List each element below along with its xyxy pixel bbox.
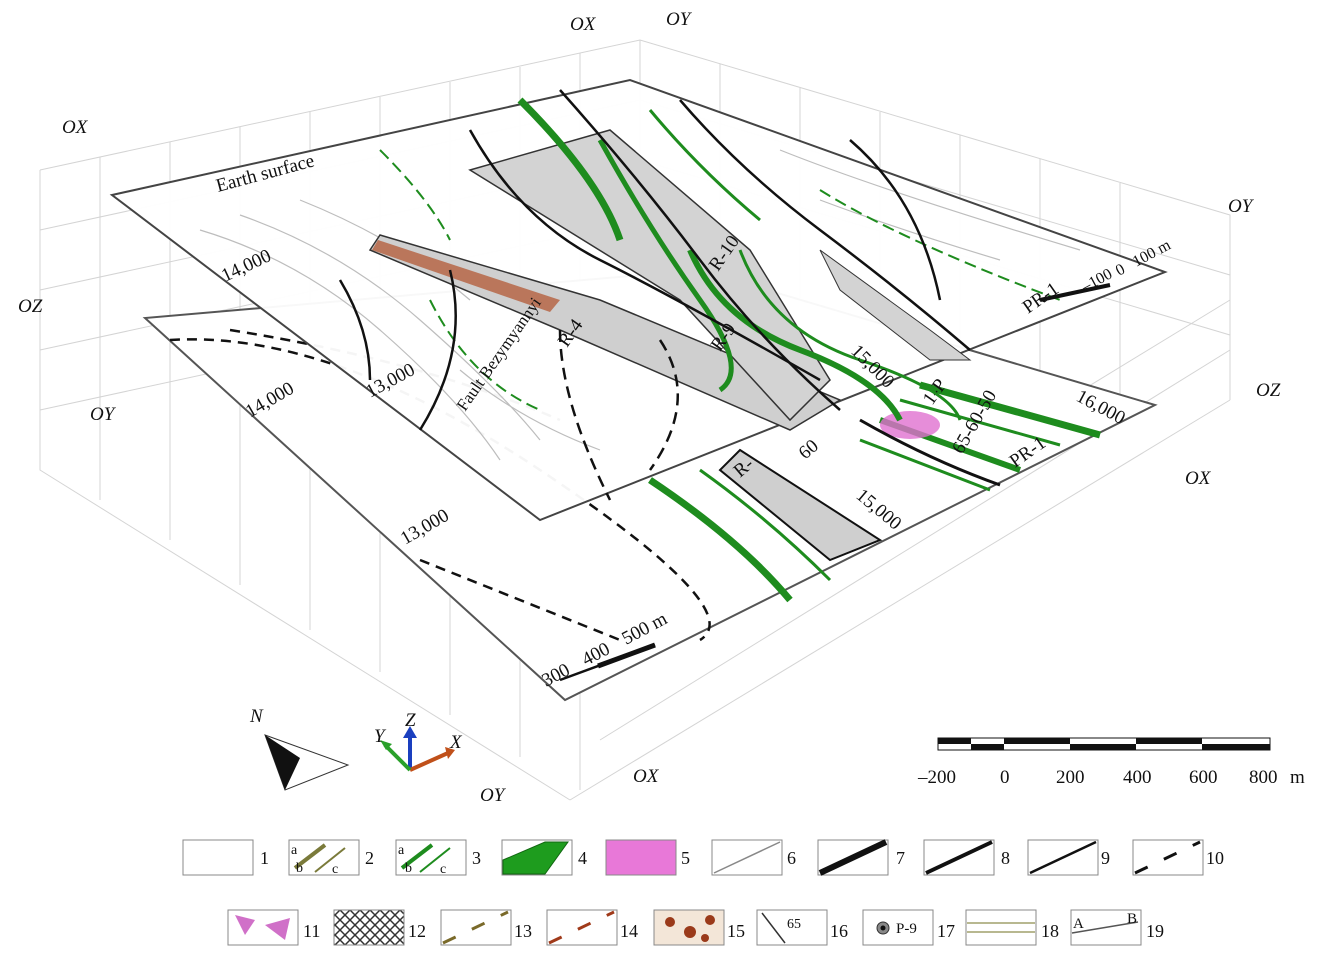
legend-number: 11 <box>303 921 320 941</box>
scale-unit: m <box>1290 767 1305 788</box>
legend-number: 4 <box>578 848 587 868</box>
legend-sub: b <box>405 861 412 876</box>
scale-tick: 200 <box>1056 767 1085 788</box>
scale-tick: 800 <box>1249 767 1278 788</box>
legend-sub: A <box>1073 916 1084 932</box>
legend-item-14: 14 <box>546 909 638 946</box>
legend-item-19: A B 19 <box>1070 909 1164 946</box>
legend-number: 6 <box>787 848 796 868</box>
axis-ox: OX <box>62 117 89 138</box>
legend-item-2: ab c 2 <box>288 839 374 877</box>
legend-sub: P-9 <box>896 921 917 937</box>
legend-number: 18 <box>1041 921 1059 941</box>
legend-number: 13 <box>514 921 532 941</box>
axis-ox: OX <box>570 14 597 35</box>
legend-item-8: 8 <box>923 839 1010 876</box>
legend-item-15: 15 <box>653 909 745 946</box>
legend-item-9: 9 <box>1027 839 1110 876</box>
legend-item-16: 65 16 <box>756 909 848 946</box>
legend-item-1: 1 <box>182 839 269 876</box>
axis-triad-icon: Z X Y <box>374 710 463 772</box>
legend-item-11: 11 <box>227 909 320 946</box>
legend-sub: B <box>1127 911 1137 927</box>
legend-number: 14 <box>620 921 638 941</box>
legend-item-13: 13 <box>440 909 532 946</box>
legend-number: 9 <box>1101 848 1110 868</box>
scale-tick: 0 <box>1000 767 1010 788</box>
north-label: N <box>249 706 264 727</box>
intrusion-pink <box>880 411 940 439</box>
triad-x: X <box>449 732 463 753</box>
brown-zone <box>372 240 560 312</box>
legend-number: 3 <box>472 848 481 868</box>
upper-plane: Earth surface 14,000 13,000 15,000 R-10 … <box>109 78 1174 522</box>
legend-number: 10 <box>1206 848 1224 868</box>
legend-item-4: 4 <box>501 839 587 876</box>
legend-number: 12 <box>408 921 426 941</box>
scale-label: 100 m <box>1130 236 1174 270</box>
legend-sub: c <box>440 862 446 877</box>
scale-tick: 400 <box>1123 767 1152 788</box>
legend-number: 17 <box>937 921 955 941</box>
scale-tick: –200 <box>917 767 956 788</box>
legend-item-12: 12 <box>333 909 426 946</box>
north-arrow-icon: N <box>249 706 350 791</box>
triad-y: Y <box>374 726 387 747</box>
scale-bar: –200 0 200 400 600 800 m <box>917 737 1305 788</box>
legend-sub: 65 <box>787 917 801 932</box>
axis-ox: OX <box>1185 468 1212 489</box>
axis-ox: OX <box>633 766 660 787</box>
legend-item-5: 5 <box>605 839 690 876</box>
legend-number: 2 <box>365 848 374 868</box>
triad-z: Z <box>405 710 416 731</box>
legend-item-7: 7 <box>817 839 905 876</box>
scale-tick: 600 <box>1189 767 1218 788</box>
legend-number: 19 <box>1146 921 1164 941</box>
axis-oy: OY <box>666 9 693 30</box>
legend-item-18: 18 <box>965 909 1059 946</box>
legend-sub: a <box>398 843 405 858</box>
axis-labels: OX OY OX OY OZ OZ OY OX OX OY <box>18 9 1281 806</box>
axis-oy: OY <box>480 785 507 806</box>
legend-number: 16 <box>830 921 848 941</box>
axis-oz: OZ <box>1256 380 1281 401</box>
legend-number: 5 <box>681 848 690 868</box>
axis-oy: OY <box>90 404 117 425</box>
legend-number: 1 <box>260 848 269 868</box>
legend-sub: b <box>296 861 303 876</box>
legend-item-3: ab c 3 <box>395 839 481 877</box>
axis-oz: OZ <box>18 296 43 317</box>
legend-item-6: 6 <box>711 839 796 876</box>
legend-sub: a <box>291 843 298 858</box>
legend-sub: c <box>332 862 338 877</box>
axis-oy: OY <box>1228 196 1255 217</box>
legend-number: 15 <box>727 921 745 941</box>
legend-item-10: 10 <box>1132 839 1224 876</box>
legend-number: 8 <box>1001 848 1010 868</box>
legend-number: 7 <box>896 848 905 868</box>
legend-item-17: P-9 17 <box>862 909 955 946</box>
